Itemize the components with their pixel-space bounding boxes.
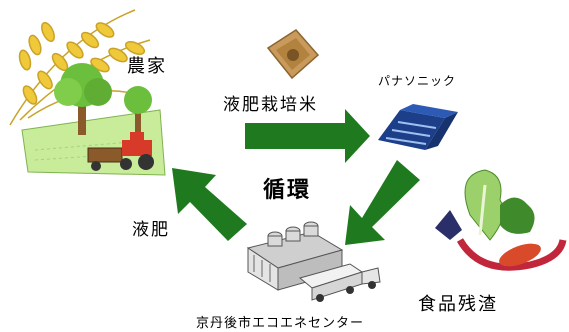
arrow-down-left-icon: [345, 160, 420, 245]
arrow-right-icon: [245, 109, 370, 163]
tree-icon: [54, 63, 152, 135]
building-icon: [378, 104, 458, 150]
label-food-waste: 食品残渣: [418, 294, 498, 315]
label-cycle: 循環: [263, 178, 312, 203]
food-waste-icon: [435, 169, 567, 271]
label-liquid-fertilizer: 液肥: [132, 220, 170, 240]
factory-icon: [246, 221, 381, 302]
label-farmer: 農家: [127, 56, 167, 77]
label-rice: 液肥栽培米: [223, 95, 318, 115]
label-center: 京丹後市エコエネセンター: [196, 316, 365, 331]
label-company: パナソニック: [378, 74, 457, 88]
tractor-icon: [87, 132, 154, 171]
cycle-arrows: [172, 109, 420, 245]
arrow-up-left-icon: [172, 168, 247, 241]
rice-bag-icon: [266, 29, 320, 80]
